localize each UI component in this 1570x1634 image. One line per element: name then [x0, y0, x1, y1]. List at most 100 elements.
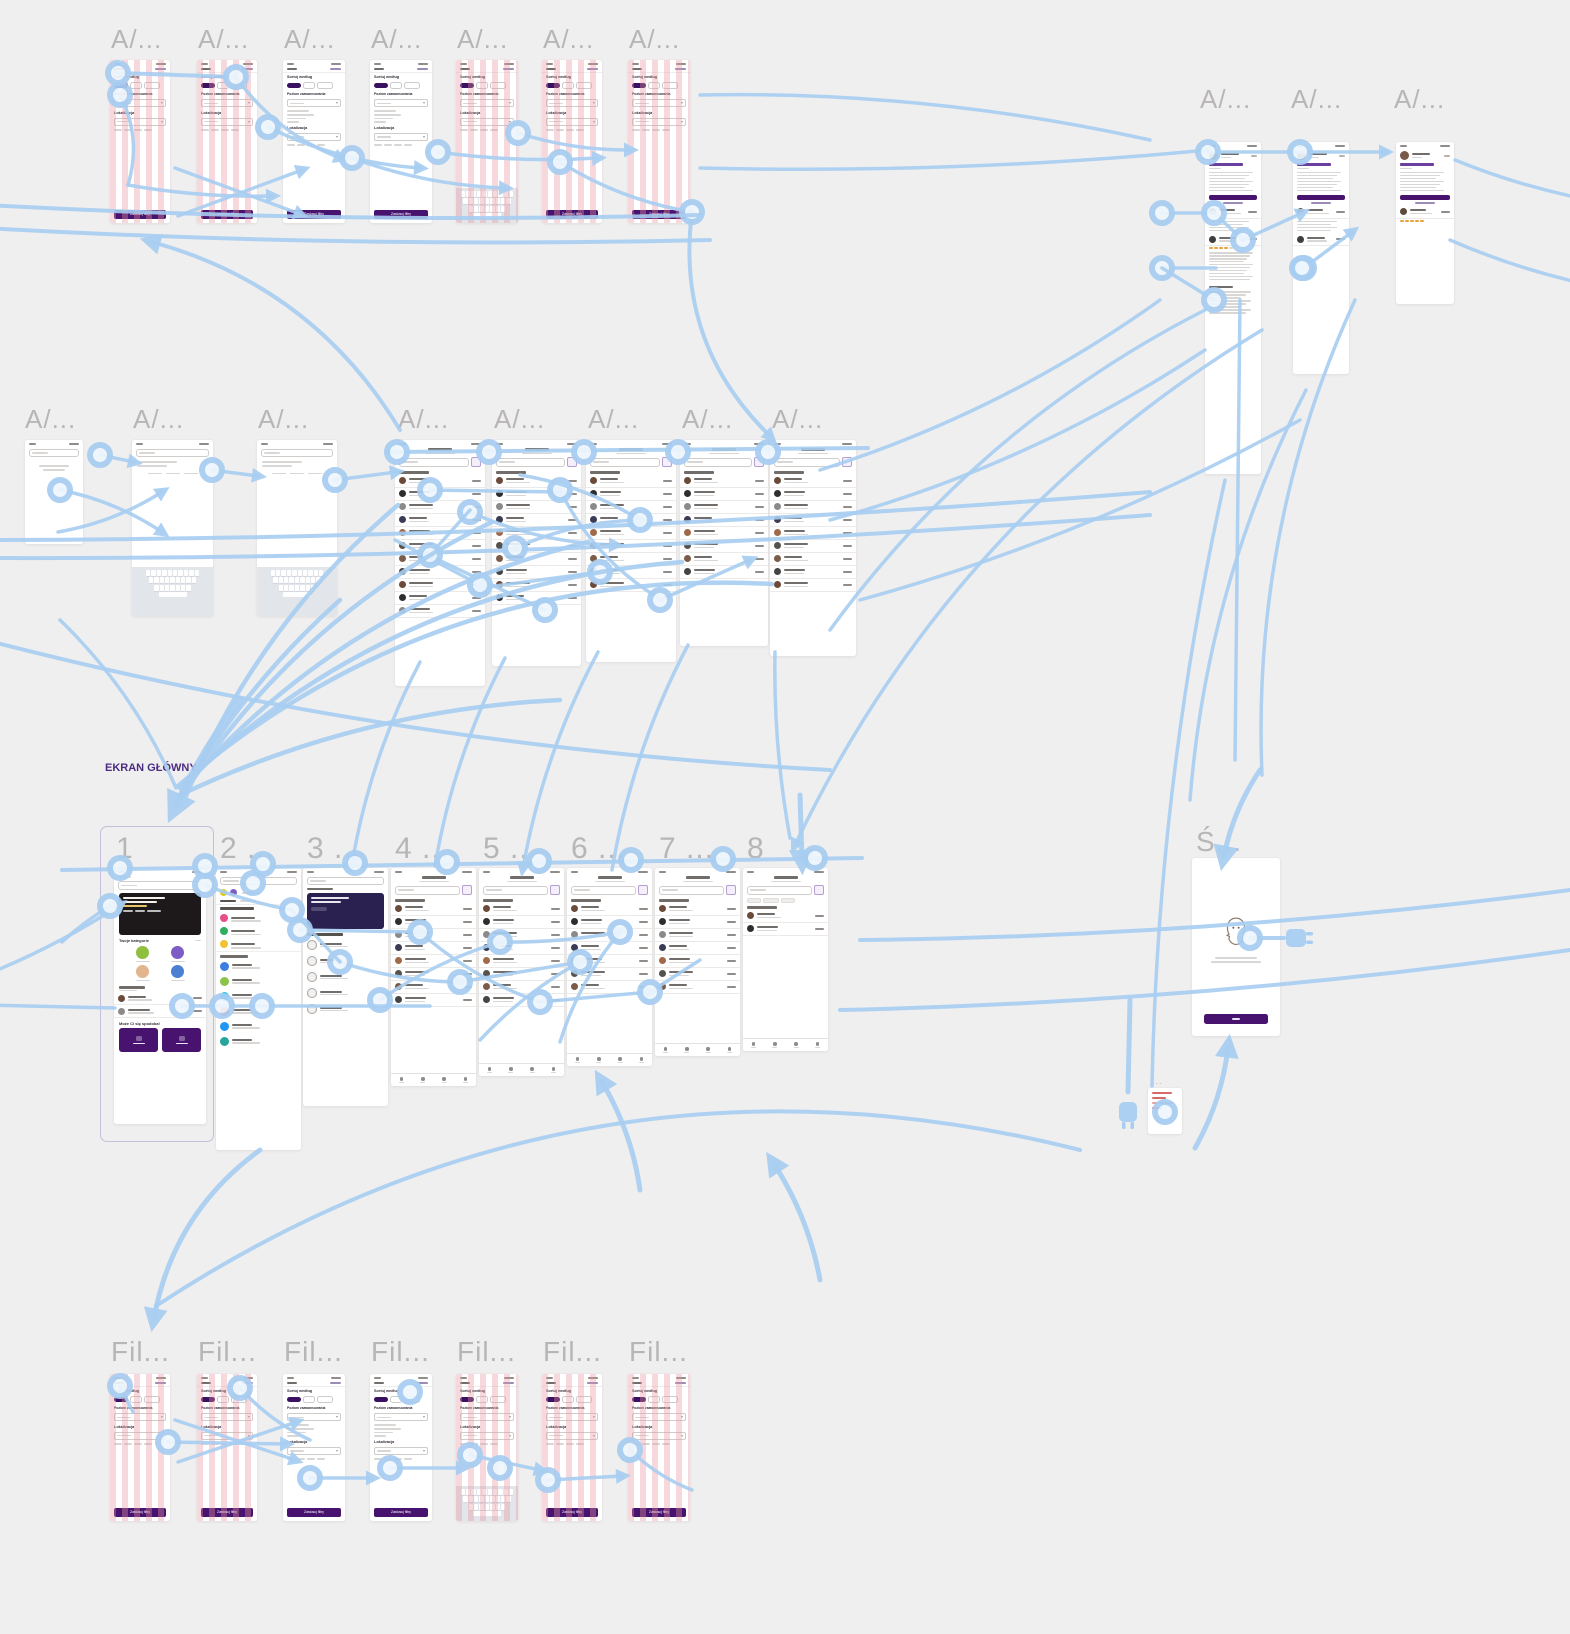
key[interactable] [482, 190, 487, 197]
chip[interactable] [231, 1396, 247, 1404]
key[interactable] [484, 205, 490, 212]
filter-chips[interactable] [370, 80, 432, 91]
select-field[interactable] [201, 117, 253, 126]
key[interactable] [154, 577, 159, 583]
search-input[interactable] [220, 877, 297, 885]
tab-icon[interactable] [441, 1077, 447, 1083]
space-key[interactable] [283, 592, 311, 597]
tab-icon[interactable] [793, 1042, 799, 1048]
key[interactable] [310, 584, 316, 591]
filter-icon-button[interactable] [567, 457, 577, 467]
chip[interactable] [662, 1396, 678, 1404]
chip[interactable] [130, 1396, 142, 1404]
search-input[interactable] [659, 885, 724, 895]
category-row[interactable] [303, 953, 388, 969]
tab-icon[interactable] [663, 1047, 669, 1053]
mini-tabbar[interactable] [479, 1063, 564, 1076]
primary-button[interactable]: Zastosuj filtry [632, 210, 686, 219]
select-field[interactable] [546, 117, 598, 126]
promo-card[interactable] [119, 893, 201, 935]
select-field[interactable] [114, 99, 166, 108]
select-field[interactable] [114, 1431, 166, 1440]
screen-main-2-categories[interactable] [216, 868, 301, 1150]
primary-button[interactable]: Zastosuj filtry [632, 1508, 686, 1517]
frame-label[interactable]: 2 ... [220, 832, 276, 865]
key[interactable] [490, 1503, 495, 1510]
mini-tabbar[interactable] [743, 1038, 828, 1051]
frame-label[interactable]: A/... [1291, 84, 1343, 114]
tab-icon[interactable] [487, 1067, 493, 1073]
select-field[interactable] [114, 1413, 166, 1422]
frame-label[interactable]: 8 [747, 832, 765, 865]
key[interactable] [156, 569, 162, 576]
screen-main-6-results[interactable] [567, 868, 652, 1066]
chip[interactable] [217, 82, 229, 90]
key[interactable] [154, 584, 159, 591]
chip[interactable] [404, 82, 420, 90]
filter-icon-button[interactable] [726, 885, 736, 895]
category-row[interactable] [216, 974, 301, 989]
key[interactable] [167, 569, 172, 576]
filter-chips[interactable] [283, 80, 345, 91]
chip-selected[interactable] [374, 83, 388, 89]
screen-a-search-3[interactable] [257, 440, 337, 616]
tab-icon[interactable] [508, 1067, 514, 1073]
chip[interactable] [576, 1396, 592, 1404]
frame-label[interactable]: A/... [494, 404, 546, 434]
select-field[interactable] [374, 1413, 428, 1422]
primary-button[interactable]: Zastosuj filtry [374, 210, 428, 219]
key[interactable] [490, 198, 495, 204]
banner-card[interactable] [307, 893, 384, 930]
category-row[interactable] [216, 1034, 301, 1049]
frame-label[interactable]: A/... [25, 404, 77, 434]
mini-keyboard[interactable] [132, 567, 213, 616]
category-row[interactable] [303, 985, 388, 1001]
tab-icon[interactable] [550, 1067, 556, 1073]
frame-label[interactable]: A/... [284, 24, 336, 54]
frame-label[interactable]: ... [1152, 1076, 1163, 1086]
key[interactable] [474, 198, 479, 204]
key[interactable] [487, 190, 492, 197]
key[interactable] [305, 584, 310, 591]
select-field[interactable] [374, 1446, 428, 1455]
filter-chips[interactable] [456, 80, 518, 91]
primary-button[interactable]: Zastosuj filtry [374, 1508, 428, 1517]
select-field[interactable] [632, 1431, 686, 1440]
frame-label[interactable]: A/... [629, 24, 681, 54]
screen-a-profile-3[interactable] [1396, 142, 1454, 304]
select-field[interactable] [460, 1413, 514, 1422]
chip[interactable] [490, 1396, 506, 1404]
key[interactable] [484, 198, 490, 204]
category-tile[interactable] [163, 965, 192, 981]
chip-selected[interactable] [460, 83, 474, 89]
screen-main-3-category[interactable] [303, 868, 388, 1106]
key[interactable] [500, 1503, 506, 1510]
select-field[interactable] [287, 132, 341, 141]
key[interactable] [281, 569, 286, 576]
search-input[interactable] [399, 457, 469, 467]
category-tile[interactable] [128, 965, 157, 981]
primary-button[interactable]: Zastosuj filtry [114, 1508, 166, 1517]
key[interactable] [474, 205, 479, 212]
frame-label[interactable]: A/... [371, 24, 423, 54]
filter-icon-button[interactable] [462, 885, 472, 895]
key[interactable] [286, 569, 292, 576]
chip[interactable] [562, 82, 574, 90]
filter-chips[interactable] [370, 1394, 432, 1405]
chip[interactable] [317, 1396, 333, 1404]
chip[interactable] [144, 1396, 160, 1404]
key[interactable] [495, 1503, 500, 1510]
key[interactable] [308, 569, 313, 576]
key[interactable] [313, 569, 319, 576]
filter-chips[interactable] [542, 1394, 602, 1405]
chip[interactable] [576, 82, 592, 90]
key[interactable] [506, 198, 511, 204]
tab-icon[interactable] [420, 1077, 426, 1083]
search-input[interactable] [774, 457, 840, 467]
space-key[interactable] [473, 213, 501, 218]
screen-main-5-results[interactable] [479, 868, 564, 1076]
